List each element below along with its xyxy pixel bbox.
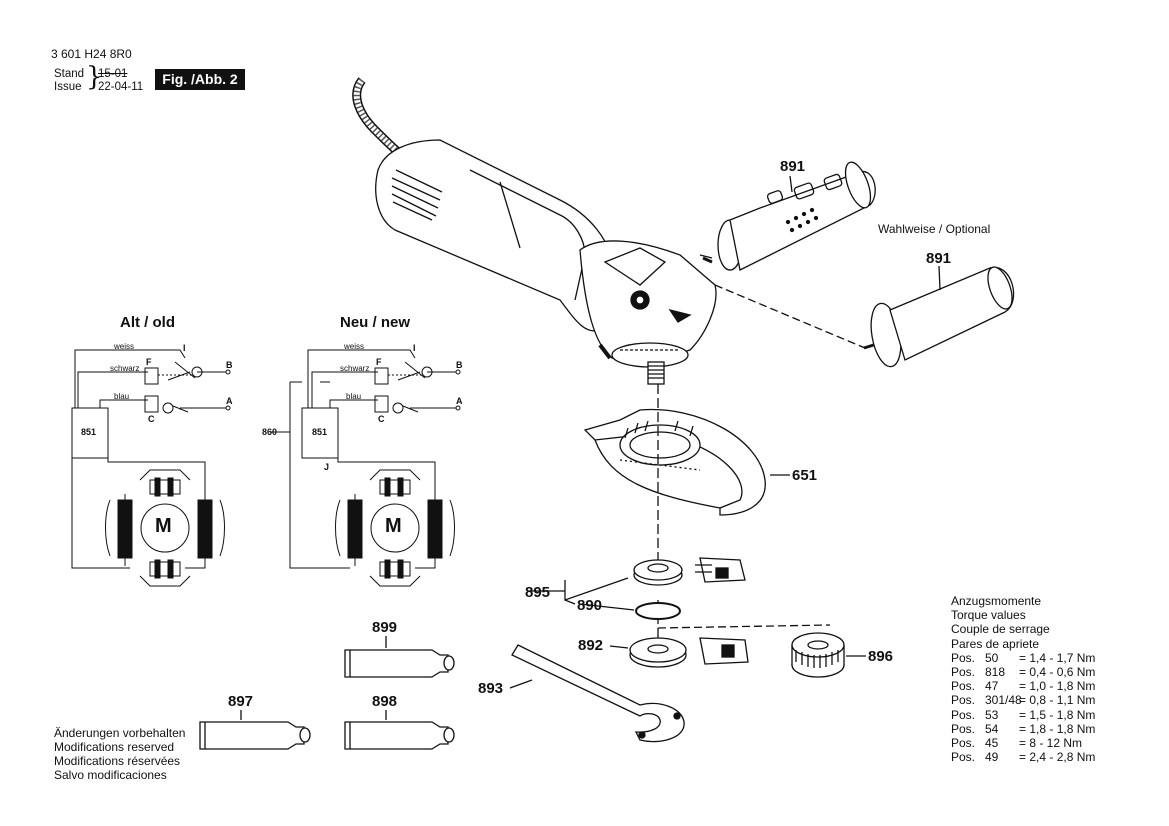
torque-row: Pos. 50 = 1,4 - 1,7 Nm bbox=[951, 650, 1096, 665]
old-wire-blue: blau bbox=[114, 392, 130, 401]
angle-grinder-body bbox=[352, 77, 717, 385]
new-wire-black: schwarz bbox=[340, 364, 370, 373]
callout-893: 893 bbox=[478, 680, 504, 697]
note-en: Modifications reserved bbox=[54, 740, 175, 754]
side-handle-vibration bbox=[699, 161, 876, 349]
callout-897: 897 bbox=[228, 693, 254, 710]
torque-values-table: Anzugsmomente Torque values Couple de se… bbox=[951, 594, 1095, 764]
grease-tube-898 bbox=[344, 710, 455, 750]
stand-issue-labels: Stand Issue bbox=[54, 68, 84, 94]
new-terminal-i: I bbox=[413, 343, 416, 353]
callout-896: 896 bbox=[868, 648, 894, 665]
optional-label: Wahlweise / Optional bbox=[878, 222, 991, 236]
callout-891-standard: 891 bbox=[926, 250, 952, 267]
figure-label: Fig. /Abb. 2 bbox=[155, 69, 245, 90]
torque-row: Pos. 49 = 2,4 - 2,8 Nm bbox=[951, 750, 1096, 765]
torque-title-ro: Pares de apriete bbox=[951, 636, 1040, 651]
new-motor-label: M bbox=[385, 515, 402, 537]
stand-issue-dates: 15-01 22-04-11 bbox=[98, 68, 143, 94]
new-part-860: 860 bbox=[262, 427, 278, 437]
wiring-diagram-old bbox=[71, 349, 231, 587]
new-wiring-title: Neu / new bbox=[340, 314, 411, 331]
old-terminal-f: F bbox=[146, 357, 152, 367]
old-wire-white: weiss bbox=[114, 342, 135, 351]
torque-title-de: Anzugsmomente bbox=[951, 594, 1042, 608]
old-terminal-c: C bbox=[148, 414, 155, 424]
torque-row: Pos. 45 = 8 - 12 Nm bbox=[951, 736, 1083, 751]
new-terminal-j: J bbox=[324, 462, 330, 472]
stand-label: Stand bbox=[54, 68, 85, 80]
torque-row: Pos. 47 = 1,0 - 1,8 Nm bbox=[951, 679, 1096, 694]
new-wire-blue: blau bbox=[346, 392, 362, 401]
old-motor-label: M bbox=[155, 515, 172, 537]
quick-clamp-nut-896 bbox=[791, 632, 866, 678]
issue-label: Issue bbox=[54, 81, 82, 93]
old-wiring-title: Alt / old bbox=[120, 314, 175, 331]
note-fr: Modifications réservées bbox=[54, 754, 181, 768]
new-part-851: 851 bbox=[312, 427, 328, 437]
torque-row: Pos. 54 = 1,8 - 1,8 Nm bbox=[951, 721, 1096, 736]
torque-title-en: Torque values bbox=[951, 608, 1026, 623]
side-handle-standard bbox=[863, 266, 1015, 368]
torque-row: Pos. 301/48 = 0,8 - 1,1 Nm bbox=[951, 693, 1096, 708]
pin-wrench-893 bbox=[509, 644, 685, 743]
wheel-guard bbox=[583, 408, 766, 516]
note-es: Salvo modificaciones bbox=[54, 768, 167, 782]
stand-date: 15-01 bbox=[98, 68, 128, 80]
torque-row: Pos. 818 = 0,4 - 0,6 Nm bbox=[951, 665, 1096, 680]
callout-892: 892 bbox=[578, 637, 604, 654]
torque-row: Pos. 53 = 1,5 - 1,8 Nm bbox=[951, 707, 1096, 722]
new-terminal-f: F bbox=[376, 357, 382, 367]
new-terminal-a: A bbox=[456, 396, 463, 406]
clamp-flange-895 bbox=[528, 557, 746, 620]
old-wire-black: schwarz bbox=[110, 364, 140, 373]
mounting-flange-892 bbox=[609, 624, 831, 668]
modification-notes: Änderungen vorbehalten Modifications res… bbox=[54, 726, 185, 782]
note-de: Änderungen vorbehalten bbox=[54, 726, 186, 740]
document-number: 3 601 H24 8R0 bbox=[51, 47, 132, 61]
callout-651: 651 bbox=[792, 467, 818, 484]
torque-title-fr: Couple de serrage bbox=[951, 622, 1050, 637]
callout-899: 899 bbox=[372, 619, 398, 636]
new-terminal-b: B bbox=[456, 360, 463, 370]
old-part-851: 851 bbox=[81, 427, 97, 437]
callout-891-optional: 891 bbox=[780, 158, 806, 175]
issue-date: 22-04-11 bbox=[98, 81, 144, 93]
old-terminal-i: I bbox=[183, 343, 186, 353]
grease-tube-897 bbox=[199, 710, 311, 750]
old-terminal-a: A bbox=[226, 396, 233, 406]
callout-895: 895 bbox=[525, 584, 551, 601]
callout-898: 898 bbox=[372, 693, 398, 710]
new-terminal-c: C bbox=[378, 414, 385, 424]
brace-glyph: } bbox=[86, 62, 103, 92]
grease-tube-899 bbox=[344, 636, 455, 678]
callout-890: 890 bbox=[577, 597, 603, 614]
old-terminal-b: B bbox=[226, 360, 233, 370]
wiring-diagram-new bbox=[270, 349, 461, 587]
new-wire-white: weiss bbox=[344, 342, 365, 351]
